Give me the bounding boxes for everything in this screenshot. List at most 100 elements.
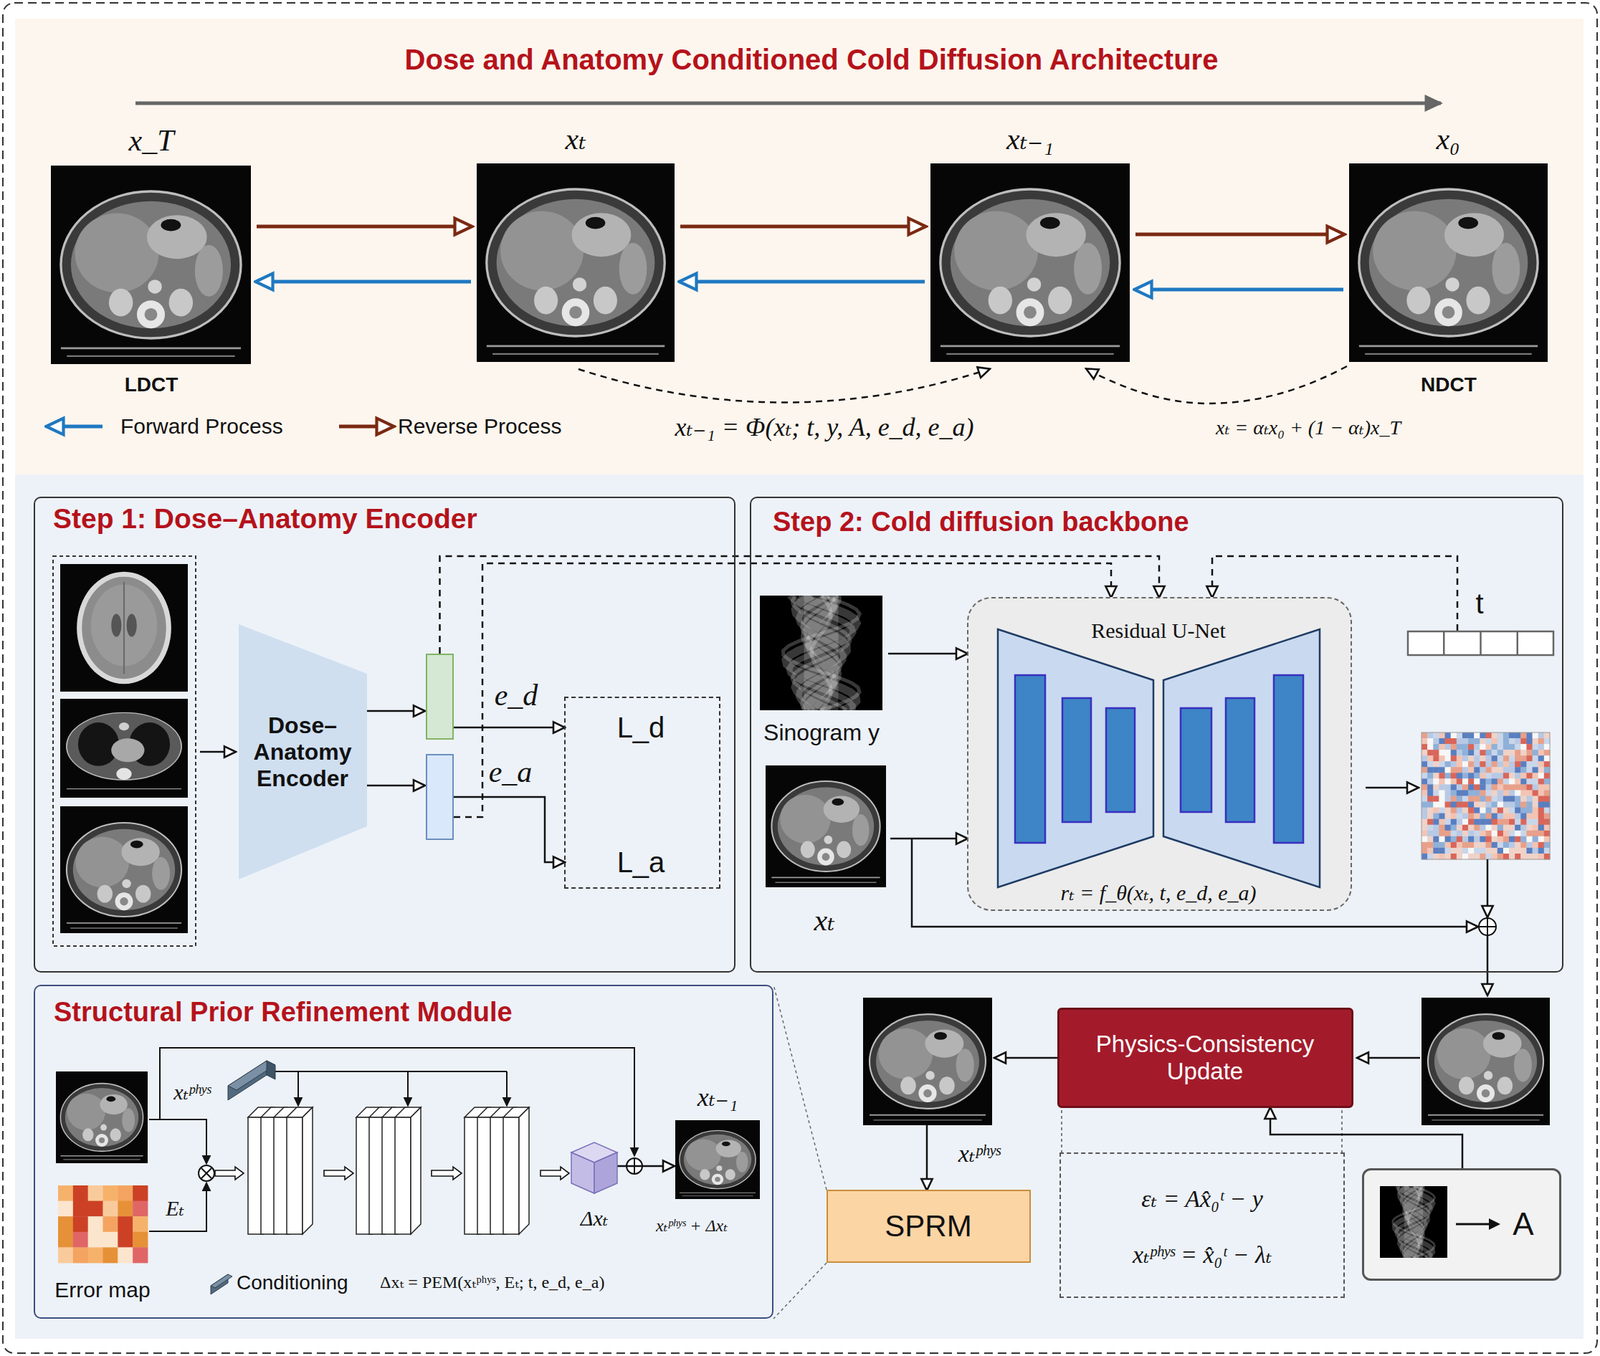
error-map-illustration [88, 1216, 104, 1233]
residual-map [1544, 772, 1551, 779]
residual-map [1544, 761, 1551, 768]
residual-map [1479, 767, 1487, 773]
residual-map [1538, 738, 1545, 745]
residual-map [1514, 836, 1522, 843]
ct-image: xₜᵖʰʸˢ [863, 997, 993, 1126]
residual-map [1508, 825, 1516, 831]
connector [453, 726, 565, 730]
wire [1486, 935, 1489, 995]
sum-symbol [626, 1158, 643, 1175]
residual-map [1473, 744, 1481, 750]
operator-box: A [1362, 1168, 1562, 1282]
residual-map [1468, 813, 1475, 820]
residual-map [1432, 784, 1440, 790]
residual-map [1473, 796, 1481, 803]
residual-map [1491, 784, 1499, 790]
residual-map [1491, 807, 1499, 814]
ct-image: xₜ [765, 765, 887, 888]
ct-illustration [476, 163, 675, 363]
ct-illustration [98, 1137, 105, 1144]
annotation: Eₜ [165, 1196, 185, 1222]
residual-map [1473, 761, 1481, 768]
residual-map [1438, 848, 1446, 854]
residual-map [1503, 749, 1510, 756]
node-text: εₜ = Ax̂₀ᵗ − y [1141, 1184, 1264, 1213]
sum-symbol [1478, 918, 1497, 936]
residual-map [1544, 738, 1551, 745]
residual-map [1503, 767, 1510, 773]
node-text: x_T [129, 123, 175, 158]
residual-map [1544, 755, 1551, 762]
residual-map [1520, 789, 1527, 796]
connector [578, 369, 990, 403]
conditioning-symbol [210, 1274, 233, 1289]
ct-illustration [863, 997, 993, 1126]
residual-map [1445, 796, 1452, 803]
residual-map [1438, 749, 1446, 756]
ct-illustration [869, 1014, 986, 1109]
residual-map [1514, 802, 1522, 808]
residual-map [1532, 732, 1540, 739]
ct-illustration [679, 1192, 756, 1194]
residual-map [1486, 796, 1493, 803]
residual-map [1462, 755, 1469, 762]
residual-map [1462, 732, 1469, 739]
residual-map [1544, 778, 1551, 785]
ct-illustration [836, 840, 851, 859]
residual-map [1421, 789, 1428, 796]
sinogram-image-illustration [759, 595, 883, 711]
residual-map [1532, 749, 1540, 756]
error-map-illustration [58, 1201, 74, 1218]
node-text: Physics-Consistency Update [1065, 1030, 1345, 1086]
residual-map [1491, 761, 1499, 768]
ct-illustration [774, 882, 876, 884]
residual-map [1473, 807, 1481, 814]
ct-illustration [1359, 189, 1538, 337]
residual-map [1445, 853, 1452, 860]
connector [453, 797, 565, 863]
residual-map [1473, 767, 1481, 773]
error-map-illustration [103, 1247, 119, 1264]
ct-illustration [1434, 298, 1463, 327]
residual-map [1473, 813, 1481, 820]
residual-map [1421, 819, 1428, 826]
sum-symbol [1478, 918, 1497, 936]
residual-map [1450, 772, 1458, 779]
module-box: SPRM [826, 1189, 1031, 1264]
residual-map [1538, 761, 1545, 768]
residual-map [1520, 836, 1527, 843]
residual-map [1468, 836, 1475, 843]
unet-block: Residual U-Netrₜ = f_θ(xₜ, t, e_d, e_a) [967, 597, 1352, 912]
ct-image [1483, 1070, 1494, 1080]
ct-illustration [1016, 298, 1045, 327]
ct-image [97, 885, 113, 904]
residual-map [1497, 802, 1504, 808]
residual-map [1538, 836, 1545, 843]
residual-map [1503, 813, 1510, 820]
ct-image [76, 572, 172, 685]
residual-map [1421, 749, 1428, 756]
timestep-vector-illustration [1479, 631, 1482, 656]
node-text: xₜ [814, 903, 836, 938]
timestep-vector: t [1407, 630, 1555, 656]
residual-map [1526, 842, 1533, 849]
residual-map [1544, 836, 1551, 843]
ct-illustration [60, 1083, 143, 1152]
residual-map [1479, 813, 1487, 820]
error-map-illustration [103, 1201, 119, 1218]
residual-map [1520, 842, 1527, 849]
residual-map [1514, 796, 1522, 803]
residual-map [1503, 848, 1510, 854]
residual-map [1520, 732, 1527, 739]
ct-illustration [988, 286, 1013, 315]
legend-text: Forward Process [120, 414, 284, 440]
residual-map [1427, 802, 1434, 808]
residual-map [1450, 853, 1458, 860]
node-text: L_d [617, 711, 666, 745]
residual-map [1508, 819, 1516, 826]
ct-illustration [60, 346, 241, 350]
annotation: Δxₜ = PEM(xₜᵖʰʸˢ, Eₜ; t, e_d, e_a) [379, 1273, 605, 1294]
residual-map [1526, 767, 1533, 773]
conv-block [394, 1107, 421, 1118]
ct-illustration [1445, 277, 1459, 292]
